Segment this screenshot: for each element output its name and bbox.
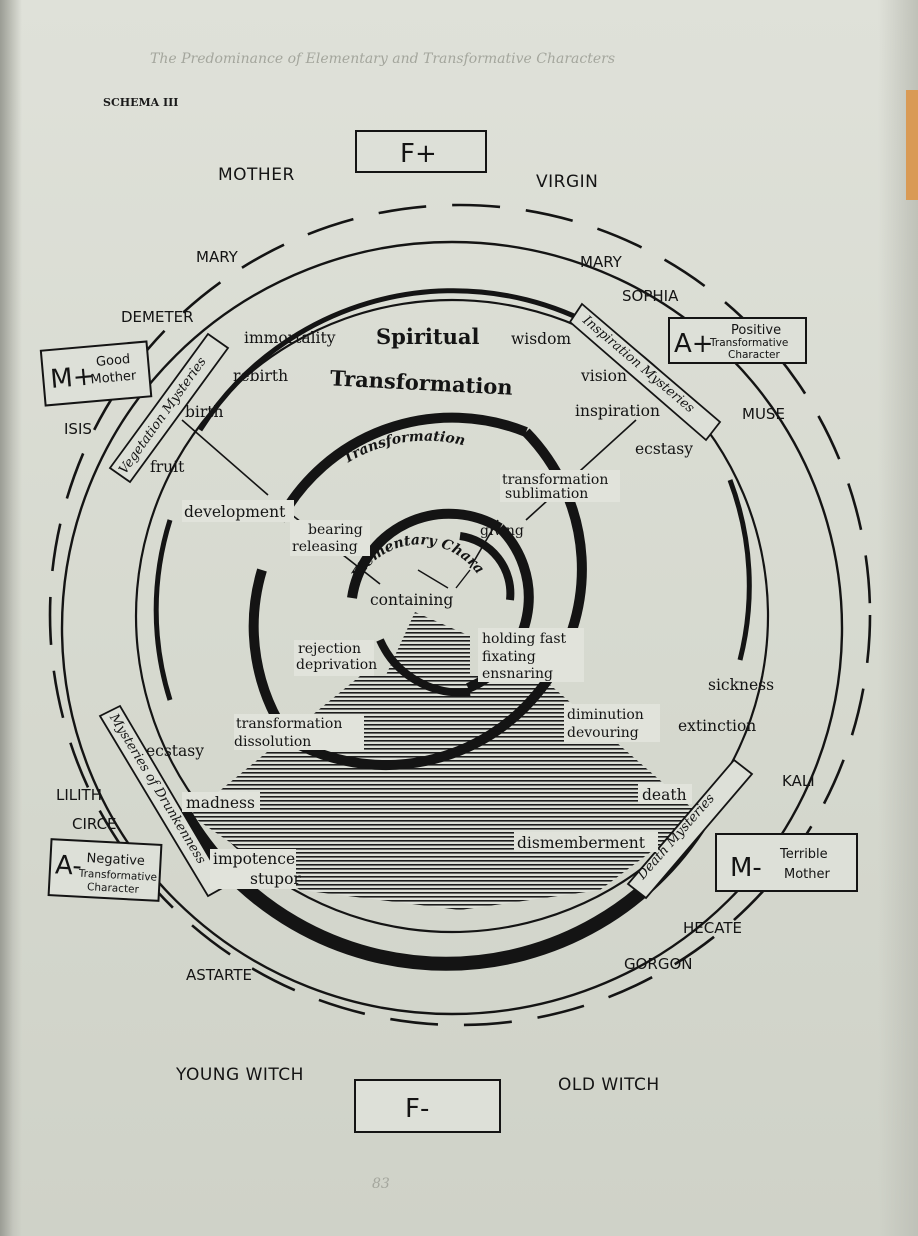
- f-plus-box: [355, 130, 487, 173]
- label-death: death: [642, 786, 687, 804]
- label-diminution: diminution: [567, 707, 644, 723]
- bookmark-edge: [906, 90, 918, 200]
- figure-astarte: ASTARTE: [186, 966, 252, 984]
- label-inspiration: inspiration: [575, 402, 660, 420]
- label-impotence: impotence: [213, 850, 295, 868]
- cross-line-left: [181, 419, 269, 496]
- terrible-mother-sign: M-: [730, 853, 762, 883]
- label-development: development: [184, 503, 286, 521]
- label-transformation: transformation: [502, 472, 608, 488]
- label-sublimation: sublimation: [505, 486, 588, 502]
- label-rejection: rejection: [298, 641, 361, 657]
- positive-transformative-line2: Transformative: [709, 337, 788, 349]
- page-gutter-shadow: [0, 0, 22, 1236]
- negative-transformative-sign: A-: [54, 850, 82, 881]
- label-sickness: sickness: [708, 676, 774, 694]
- f-plus-label: F+: [400, 139, 437, 169]
- positive-transformative-line1: Positive: [731, 323, 781, 338]
- label-fruit: fruit: [150, 458, 185, 476]
- label-dismemberment: dismemberment: [517, 834, 646, 852]
- good-mother-line1: Good: [95, 352, 130, 370]
- negative-transformative-line3: Character: [87, 881, 140, 896]
- terrible-mother-line1: Terrible: [779, 847, 828, 862]
- label-birth: birth: [185, 403, 224, 421]
- label-madness: madness: [186, 794, 255, 812]
- figure-demeter: DEMETER: [121, 308, 194, 326]
- good-mother-line2: Mother: [90, 368, 138, 387]
- terrible-mother-box: [715, 833, 858, 892]
- figure-muse: MUSE: [742, 405, 785, 423]
- good-mother-box: [39, 340, 153, 407]
- spiritual-title: Spiritual: [376, 324, 479, 349]
- label-giving: giving: [480, 523, 524, 539]
- running-head: The Predominance of Elementary and Trans…: [150, 51, 615, 67]
- negative-transformative-box: [47, 838, 163, 902]
- outer-circle: [60, 240, 844, 1016]
- positive-transformative-sign: A+: [674, 329, 714, 359]
- label-bearing: bearing: [308, 522, 363, 538]
- figure-kali: KALI: [782, 772, 815, 790]
- outer-dashed-circle: [48, 203, 872, 1027]
- label-stupor: stupor: [250, 870, 301, 888]
- elementary-arc: [347, 508, 503, 599]
- label-fixating: fixating: [482, 649, 536, 665]
- label-extinction: extinction: [678, 717, 756, 735]
- positive-transformative-line3: Character: [728, 349, 781, 361]
- spiritual-arc-left: [153, 519, 173, 701]
- label-devouring: devouring: [567, 725, 639, 741]
- label-ecstasy-upper: ecstasy: [635, 440, 693, 458]
- label-vision: vision: [580, 367, 627, 385]
- label-containing: containing: [370, 591, 453, 609]
- figure-old-witch: OLD WITCH: [558, 1075, 660, 1095]
- page-edge-shadow: [878, 0, 918, 1236]
- figure-young-witch: YOUNG WITCH: [175, 1065, 304, 1085]
- label-holding-fast: holding fast: [482, 631, 567, 647]
- spiritual-circle: [134, 298, 770, 934]
- label-rebirth: rebirth: [233, 367, 288, 385]
- figure-mary-left: MARY: [196, 248, 239, 266]
- figure-gorgon: GORGON: [624, 955, 693, 973]
- transformation-title: Transformation: [329, 365, 513, 400]
- label-dissolution: dissolution: [234, 734, 311, 750]
- label-deprivation: deprivation: [296, 657, 377, 673]
- label-ensnaring: ensnaring: [482, 666, 553, 682]
- schema-label: SCHEMA III: [103, 96, 178, 109]
- label-ecstasy-lower: ecstasy: [146, 742, 204, 760]
- negative-transformative-line2: Transformative: [77, 868, 157, 884]
- transformation-arc: [275, 412, 528, 523]
- terrible-mother-line2: Mother: [784, 867, 831, 882]
- figure-virgin: VIRGIN: [536, 172, 598, 192]
- transformation-ring-title: Transformation: [341, 429, 467, 467]
- f-minus-label: F-: [405, 1094, 429, 1124]
- figure-hecate: HECATE: [683, 919, 742, 937]
- figure-isis: ISIS: [64, 420, 92, 438]
- good-mother-sign: M+: [49, 361, 96, 395]
- inner-hatch: [380, 612, 470, 688]
- figure-mother: MOTHER: [218, 165, 295, 185]
- spiritual-arc-right: [727, 479, 752, 661]
- figure-sophia: SOPHIA: [622, 287, 679, 305]
- label-transformation-low: transformation: [236, 716, 342, 732]
- label-releasing: releasing: [292, 539, 358, 555]
- label-wisdom: wisdom: [511, 330, 571, 348]
- figure-lilith: LILITH: [56, 786, 102, 804]
- label-immortality: immortality: [244, 329, 336, 347]
- figure-mary-right: MARY: [580, 253, 623, 271]
- figure-circe: CIRCE: [72, 815, 117, 833]
- f-minus-box: [354, 1079, 501, 1133]
- negative-transformative-line1: Negative: [86, 851, 145, 869]
- folio: 83: [372, 1176, 390, 1192]
- positive-transformative-box: [668, 317, 807, 364]
